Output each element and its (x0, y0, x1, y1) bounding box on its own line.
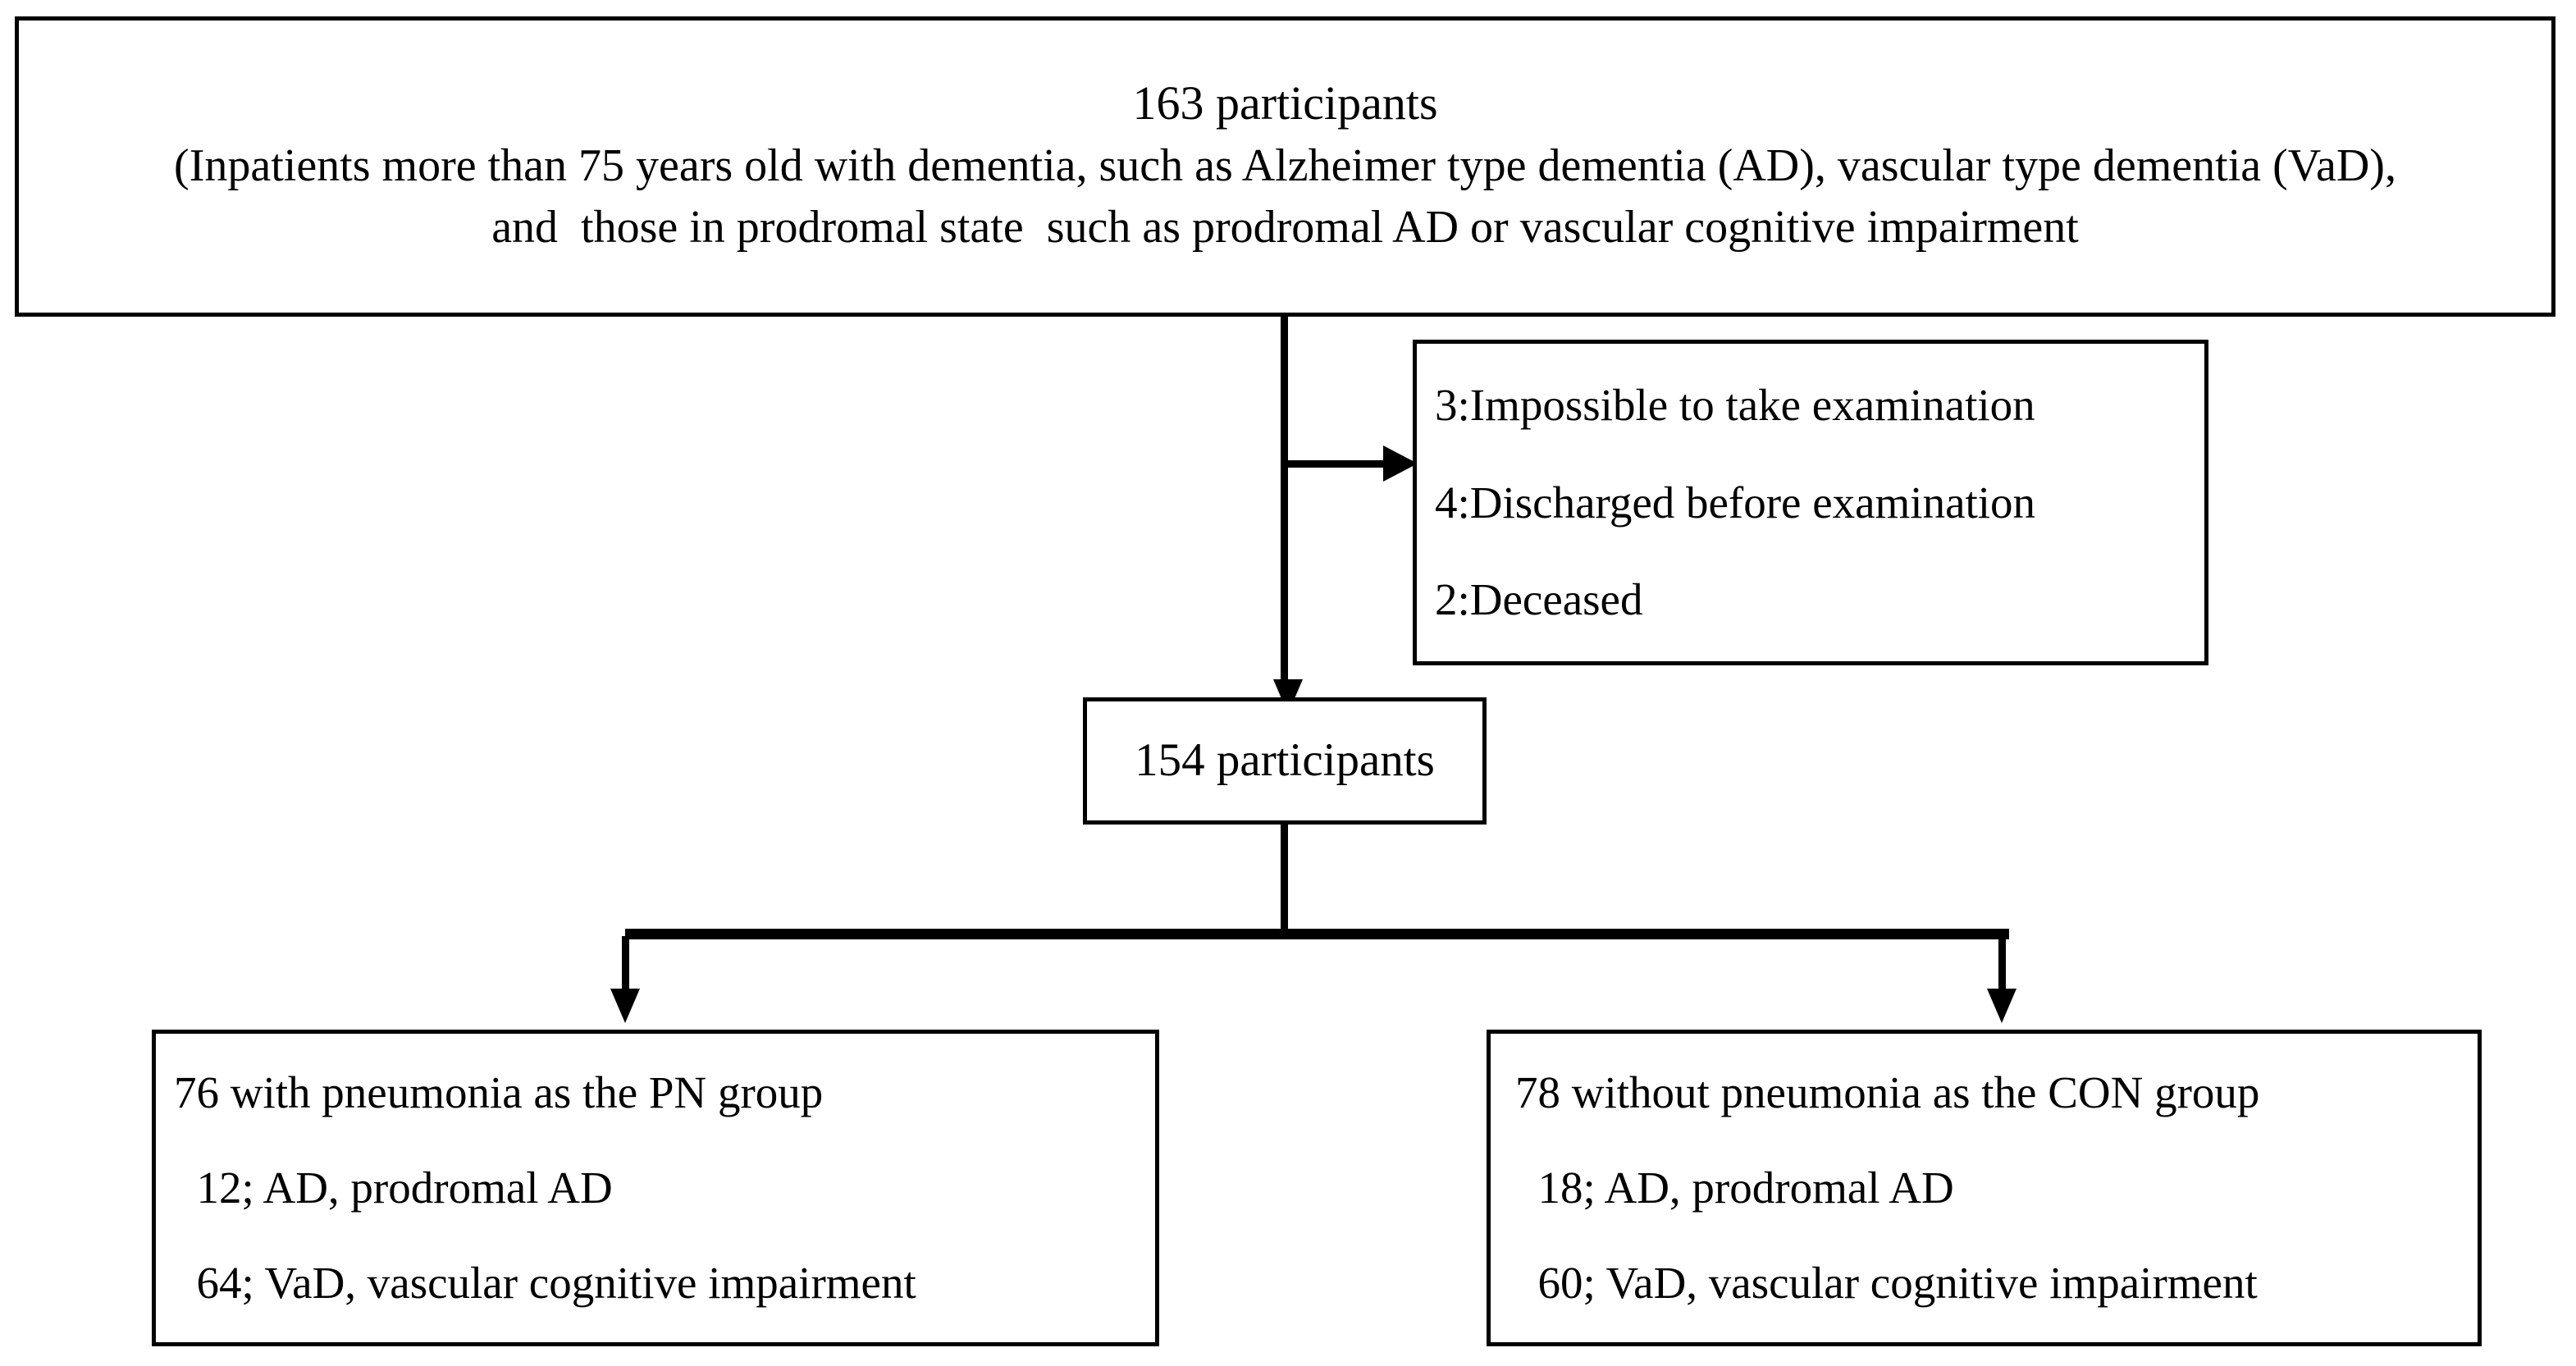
node-enrolled-participants: 163 participants (Inpatients more than 7… (15, 16, 2555, 317)
pn-line-3: 64; VaD, vascular cognitive impairment (174, 1258, 916, 1309)
connector-split-bar (625, 929, 2009, 939)
pn-line-2: 12; AD, prodromal AD (174, 1163, 613, 1213)
node-pn-group: 76 with pneumonia as the PN group 12; AD… (152, 1030, 1159, 1346)
con-line-1: 78 without pneumonia as the CON group (1515, 1067, 2260, 1118)
excluded-line-3: 2:Deceased (1435, 573, 1643, 624)
retained-line-1: 154 participants (1135, 734, 1435, 787)
enrolled-line-3: and those in prodromal state such as pro… (491, 201, 2079, 253)
enrolled-line-1: 163 participants (1132, 76, 1438, 130)
excluded-line-1: 3:Impossible to take examination (1435, 380, 2035, 431)
arrowhead-right-to-excluded (1383, 445, 1418, 482)
arrowhead-down-to-con (1987, 989, 2016, 1023)
con-line-3: 60; VaD, vascular cognitive impairment (1515, 1258, 2258, 1309)
node-excluded-reasons: 3:Impossible to take examination 4:Disch… (1413, 340, 2208, 665)
node-con-group: 78 without pneumonia as the CON group 18… (1487, 1030, 2482, 1346)
con-line-2: 18; AD, prodromal AD (1515, 1163, 1954, 1213)
connector-enrolled-to-retained (1281, 317, 1288, 714)
pn-line-1: 76 with pneumonia as the PN group (174, 1067, 824, 1118)
connector-split-to-con (1998, 936, 2006, 995)
enrolled-line-2: (Inpatients more than 75 years old with … (174, 139, 2396, 191)
node-retained-participants: 154 participants (1083, 697, 1487, 825)
excluded-line-2: 4:Discharged before examination (1435, 477, 2036, 528)
connector-split-to-pn (622, 936, 629, 995)
connector-retained-to-split (1281, 825, 1288, 936)
arrowhead-down-to-pn (610, 989, 640, 1023)
connector-enrolled-to-excluded (1281, 460, 1387, 468)
